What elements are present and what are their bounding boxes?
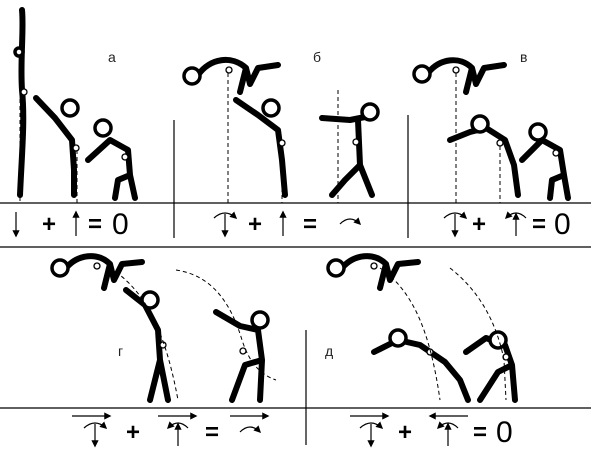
plus-sign: + [248,211,262,238]
equation-g: + = [72,412,270,448]
panel-b: б + = [182,49,380,238]
plus-sign: + [398,419,412,446]
equals-sign: = [473,419,487,446]
rotation-arrow-icon [239,425,262,434]
plus-sign: + [472,211,486,238]
plus-sign: + [42,211,56,238]
result-zero: 0 [554,208,571,241]
plus-sign: + [126,419,140,446]
panel-g: г + = [50,253,277,448]
equals-sign: = [303,211,317,238]
result-zero: 0 [496,416,513,449]
panel-d: д + = 0 [325,253,518,449]
result-zero: 0 [112,208,129,241]
equals-sign: = [205,419,219,446]
head-icon [13,46,25,58]
panel-a: а + = 0 [12,7,138,241]
panel-label-a: а [108,49,116,65]
panel-v: в + = 0 [412,49,571,241]
equation-d: + = 0 [350,412,513,449]
equation-v: + = 0 [443,208,571,241]
rotation-arrow-icon [339,217,362,226]
panel-label-g: г [118,343,123,359]
equals-sign: = [532,211,546,238]
panel-dividers [0,115,591,445]
panel-label-d: д [325,343,333,359]
equation-a: + = 0 [12,208,129,241]
equals-sign: = [88,211,102,238]
panel-label-v: в [520,49,527,65]
rotation-arrow-icon [213,211,238,219]
rotation-arrow-icon [83,421,108,429]
rotation-arrow-icon [359,421,384,429]
panel-label-b: б [313,49,321,65]
rotation-arrow-icon [443,211,468,219]
equation-b: + = [213,210,362,238]
